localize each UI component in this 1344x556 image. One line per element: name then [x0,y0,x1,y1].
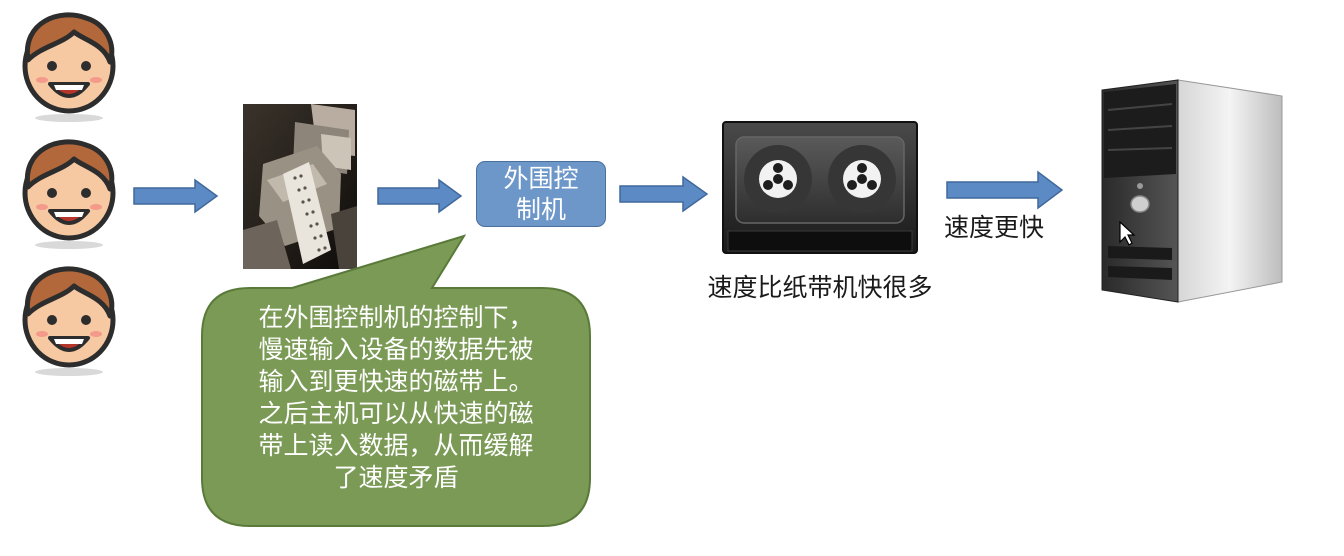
speech-bubble [201,234,591,527]
person-face-icon [22,266,116,376]
arrow-right-icon [377,178,463,214]
tape-printer-photo [243,104,357,269]
controller-label-line1: 外围控 [503,164,579,193]
bubble-line: 慢速输入设备的数据先被 [258,335,534,364]
arrow-right-icon [946,170,1064,210]
bubble-line: 输入到更快速的磁带上。 [258,367,534,396]
arrow-right-icon [133,178,219,214]
magnetic-tape-icon [722,121,918,254]
peripheral-controller-box: 外围控 制机 [476,161,606,227]
bubble-line: 之后主机可以从快速的磁 [258,399,534,428]
controller-label-line2: 制机 [515,195,566,224]
tape-speed-label: 速度比纸带机快很多 [707,273,933,302]
bubble-line: 了速度矛盾 [333,463,459,492]
faster-speed-label: 速度更快 [944,213,1045,242]
person-face-icon [22,139,116,249]
computer-tower-icon [1101,79,1283,303]
arrow-right-icon [619,175,709,213]
bubble-line: 在外围控制机的控制下， [258,303,534,332]
person-face-icon [22,12,116,122]
bubble-text: 在外围控制机的控制下， 慢速输入设备的数据先被 输入到更快速的磁带上。 之后主机… [214,302,578,494]
bubble-line: 带上读入数据，从而缓解 [258,431,534,460]
